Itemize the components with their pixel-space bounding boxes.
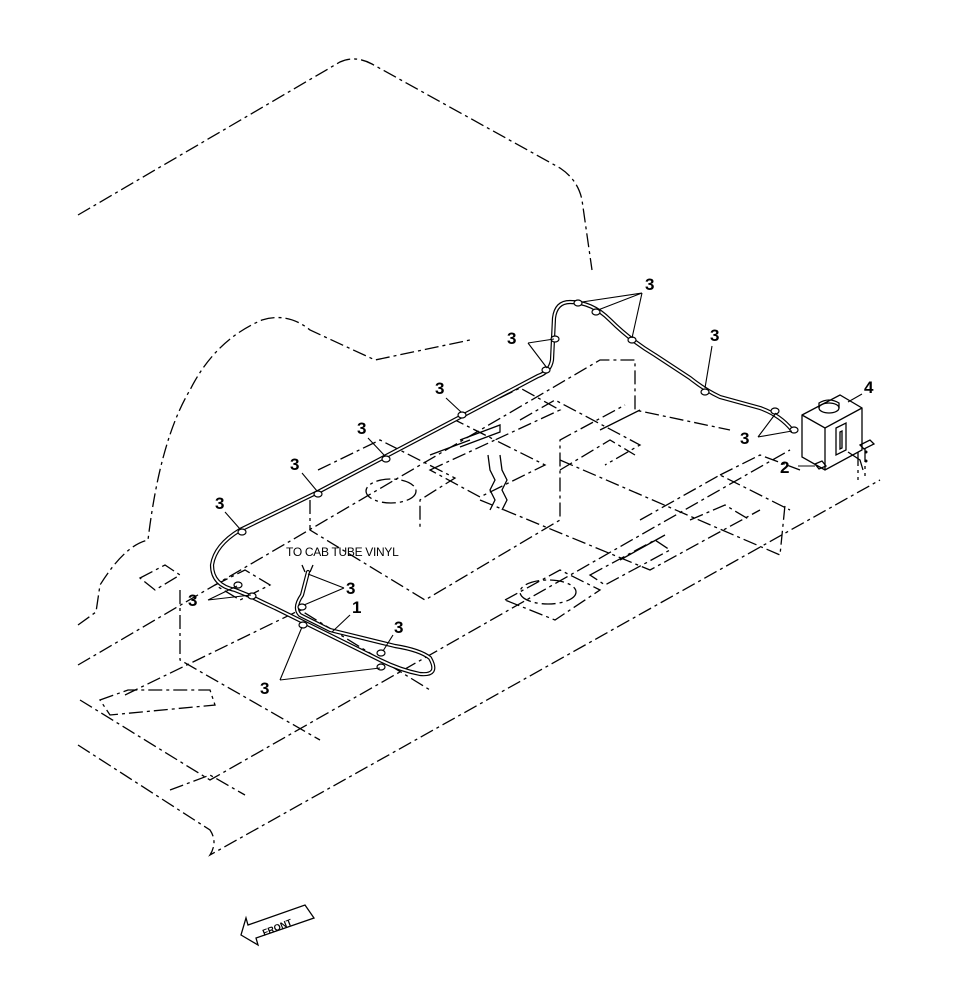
callout-3: 3 <box>290 455 299 474</box>
callout-3: 3 <box>740 429 749 448</box>
leader-lines <box>207 292 863 681</box>
callout-3: 3 <box>260 679 269 698</box>
callout-2: 2 <box>780 458 789 477</box>
callout-4: 4 <box>864 378 874 397</box>
callout-3: 3 <box>710 326 719 345</box>
callout-labels: 3 3 3 4 3 2 3 3 3 3 3 3 1 3 3 <box>188 275 874 698</box>
callout-1: 1 <box>352 598 361 617</box>
callout-3: 3 <box>394 618 403 637</box>
callout-3: 3 <box>435 379 444 398</box>
vinyl-tube <box>209 299 795 677</box>
upper-frame <box>77 359 881 857</box>
bracket-details <box>429 409 666 561</box>
cab-outline <box>77 58 593 626</box>
front-direction-arrow: FRONT <box>240 904 316 947</box>
callout-3: 3 <box>346 579 355 598</box>
mounting-hardware <box>813 439 876 480</box>
front-label: FRONT <box>261 917 294 938</box>
callout-3: 3 <box>507 329 516 348</box>
tube-clamps <box>233 299 799 671</box>
callout-3: 3 <box>357 419 366 438</box>
tube-routing-note: TO CAB TUBE VINYL <box>286 545 399 559</box>
washer-tank <box>801 394 863 471</box>
callout-3: 3 <box>215 494 224 513</box>
callout-3: 3 <box>188 591 197 610</box>
callout-3: 3 <box>645 275 654 294</box>
